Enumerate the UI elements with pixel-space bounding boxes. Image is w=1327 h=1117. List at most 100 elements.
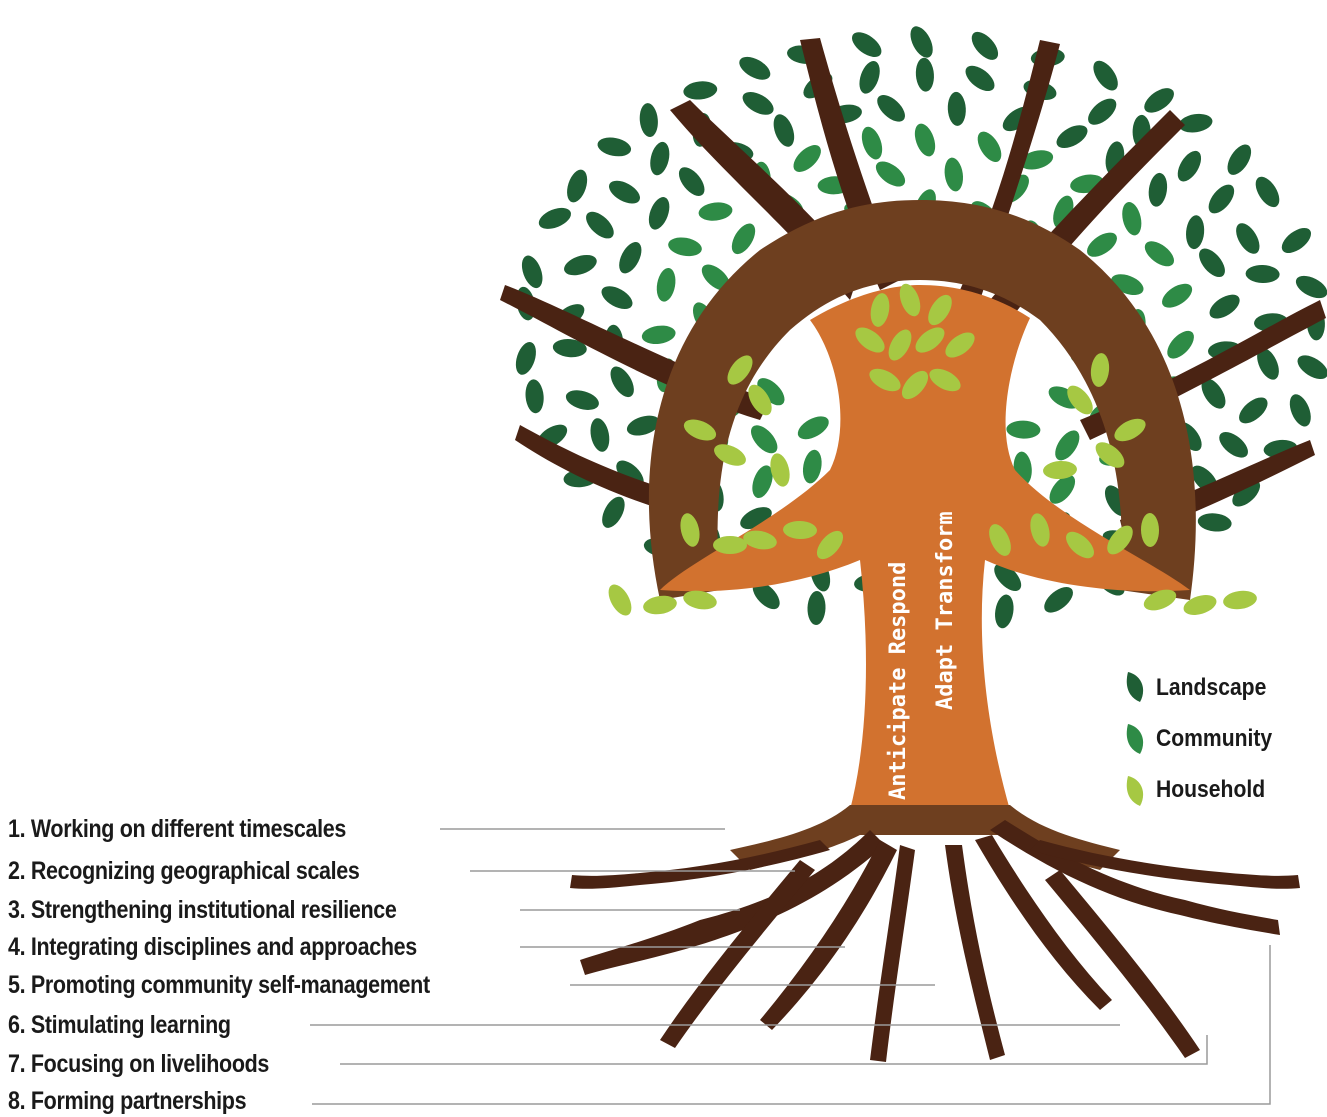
principle-3: 3. Strengthening institutional resilienc… bbox=[8, 896, 397, 924]
leaf-landscape bbox=[610, 366, 634, 398]
leaf-community bbox=[793, 145, 821, 172]
leaf-landscape bbox=[525, 379, 544, 414]
leaf-landscape bbox=[965, 65, 995, 92]
leaf-household bbox=[928, 294, 952, 326]
root-10 bbox=[1045, 870, 1200, 1058]
leaf-landscape bbox=[739, 56, 771, 80]
leaf-landscape bbox=[851, 32, 882, 57]
leaf-landscape bbox=[1257, 347, 1279, 380]
root-6 bbox=[990, 820, 1280, 935]
leaf-landscape bbox=[1219, 432, 1248, 458]
leaf-household bbox=[855, 327, 885, 353]
leaf-household bbox=[1030, 513, 1050, 547]
leaf-landscape bbox=[807, 591, 826, 625]
leaf-landscape bbox=[1236, 223, 1260, 254]
principle-connector-lines bbox=[310, 828, 1271, 1105]
leaf-community bbox=[752, 465, 773, 499]
principle-5: 5. Promoting community self-management bbox=[8, 971, 430, 999]
root-9 bbox=[660, 860, 815, 1048]
leaf-community bbox=[914, 123, 936, 157]
leaf-landscape bbox=[586, 211, 614, 239]
leaf-landscape bbox=[1201, 378, 1226, 409]
principle-6: 6. Stimulating learning bbox=[8, 1011, 231, 1039]
leaf-landscape bbox=[564, 254, 597, 276]
leaf-landscape bbox=[1199, 248, 1225, 278]
leaf-household bbox=[683, 590, 717, 610]
leaf-community bbox=[875, 161, 906, 187]
leaf-household bbox=[770, 453, 790, 487]
leaf-landscape bbox=[597, 137, 632, 157]
leaf-landscape bbox=[1227, 144, 1252, 175]
leaf-icon bbox=[1126, 672, 1144, 702]
root-2 bbox=[760, 840, 897, 1030]
leaf-landscape bbox=[565, 390, 599, 410]
leaf-community bbox=[656, 267, 676, 302]
leaf-community bbox=[1087, 232, 1117, 257]
leaf-household bbox=[888, 329, 912, 361]
leaf-landscape bbox=[590, 418, 610, 452]
leaf-landscape bbox=[1208, 184, 1235, 214]
leaf-household bbox=[899, 283, 921, 317]
leaf-landscape bbox=[683, 81, 718, 100]
leaf-community bbox=[1049, 475, 1076, 504]
leaf-household bbox=[680, 513, 700, 547]
leaf-landscape bbox=[915, 57, 934, 92]
leaf-landscape bbox=[1177, 150, 1202, 182]
leaf-landscape bbox=[971, 31, 999, 60]
tree-roots bbox=[570, 805, 1300, 1062]
leaf-landscape bbox=[1289, 394, 1311, 427]
leaf-community bbox=[641, 325, 676, 345]
leaf-landscape bbox=[1186, 215, 1205, 250]
legend-label-landscape: Landscape bbox=[1156, 674, 1267, 701]
principle-4: 4. Integrating disciplines and approache… bbox=[8, 933, 417, 961]
principle-8: 8. Forming partnerships bbox=[8, 1087, 247, 1115]
trunk-core bbox=[660, 285, 1190, 810]
leaf-landscape bbox=[1197, 513, 1232, 532]
leaf-community bbox=[668, 237, 702, 257]
leaf-household bbox=[1140, 513, 1160, 547]
leaf-household bbox=[1107, 525, 1133, 555]
leaf-landscape bbox=[619, 242, 642, 274]
leaf-landscape bbox=[626, 415, 660, 436]
leaf-landscape bbox=[567, 169, 588, 203]
canopy-brown-band bbox=[648, 200, 1196, 600]
leaf-landscape bbox=[859, 60, 880, 94]
connector-8 bbox=[312, 945, 1271, 1105]
leaf-icon bbox=[1126, 776, 1144, 806]
leaf-landscape bbox=[742, 92, 774, 115]
leaf-landscape bbox=[1295, 275, 1327, 299]
legend-icons bbox=[1126, 672, 1144, 806]
leaf-landscape bbox=[639, 103, 658, 138]
trunk-line-1: Anticipate Respond bbox=[886, 562, 911, 800]
trunk-words: Anticipate Respond Adapt Transform bbox=[886, 511, 958, 800]
leaf-household bbox=[1223, 590, 1257, 610]
leaf-landscape bbox=[1297, 355, 1327, 380]
root-1 bbox=[580, 830, 885, 975]
leaf-community bbox=[861, 126, 883, 160]
leaf-landscape bbox=[995, 594, 1014, 629]
leaf-landscape bbox=[994, 563, 1022, 592]
leaf-landscape bbox=[1144, 88, 1174, 113]
leaf-household bbox=[683, 419, 717, 441]
leaf-landscape bbox=[1209, 294, 1240, 319]
leaf-community bbox=[802, 449, 822, 484]
tree-branches bbox=[500, 38, 1326, 810]
leaf-community bbox=[1006, 420, 1041, 439]
leaf-landscape bbox=[1239, 397, 1268, 424]
leaf-landscape bbox=[1093, 60, 1118, 91]
root-8 bbox=[570, 840, 830, 889]
leaf-household bbox=[915, 327, 945, 353]
leaf-community bbox=[1019, 150, 1054, 170]
root-5 bbox=[975, 835, 1112, 1010]
leaf-landscape bbox=[1044, 587, 1073, 613]
leaf-landscape bbox=[650, 141, 670, 176]
leaf-community bbox=[944, 157, 964, 192]
leaf-household bbox=[727, 355, 753, 385]
leaf-household bbox=[743, 530, 777, 550]
leaf-landscape bbox=[602, 496, 625, 528]
leaf-household bbox=[783, 520, 817, 540]
leaf-household bbox=[1095, 442, 1125, 468]
leaf-household bbox=[945, 332, 975, 358]
